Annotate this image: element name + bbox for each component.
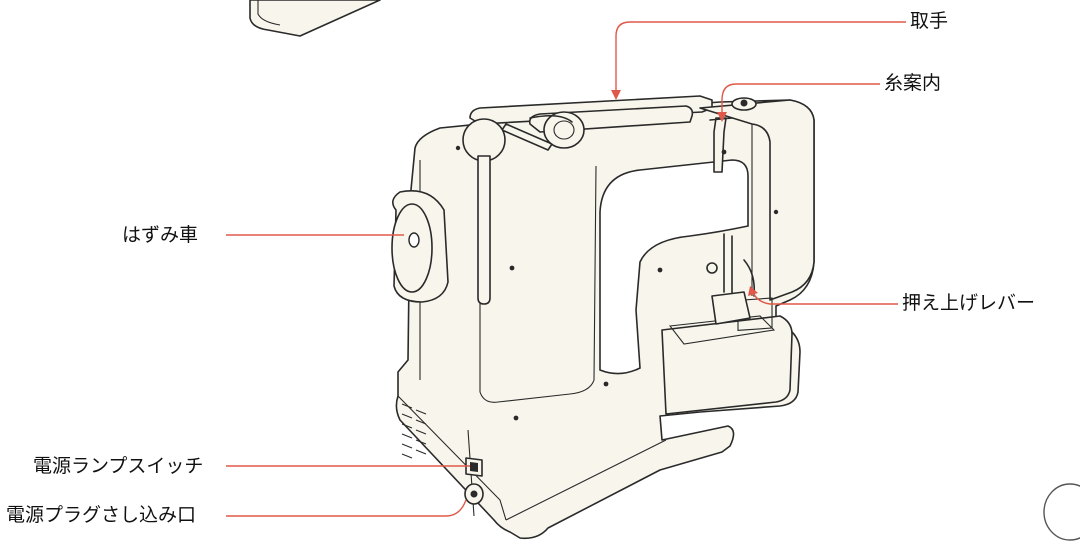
- label-handle: 取手: [910, 10, 949, 32]
- label-presser-lever: 押え上げレバー: [902, 292, 1036, 314]
- label-power-lamp-switch: 電源ランプスイッチ: [33, 455, 204, 477]
- leader-thread-guide-arrow: [717, 112, 727, 122]
- label-handwheel: はずみ車: [122, 224, 199, 246]
- accessory-box-partial: [249, 0, 381, 37]
- leader-power-plug-socket: [226, 499, 467, 517]
- edge-circle-partial: [1043, 483, 1080, 541]
- leader-thread-guide: [721, 83, 880, 118]
- leader-handle-arrow: [611, 90, 621, 100]
- leader-presser-lever-arrow: [748, 286, 758, 296]
- label-power-plug-socket: 電源プラグさし込み口: [6, 504, 197, 526]
- label-thread-guide: 糸案内: [884, 72, 942, 94]
- sewing-machine-body: [391, 95, 815, 540]
- leader-lines: [226, 21, 906, 517]
- leader-handle: [615, 21, 906, 96]
